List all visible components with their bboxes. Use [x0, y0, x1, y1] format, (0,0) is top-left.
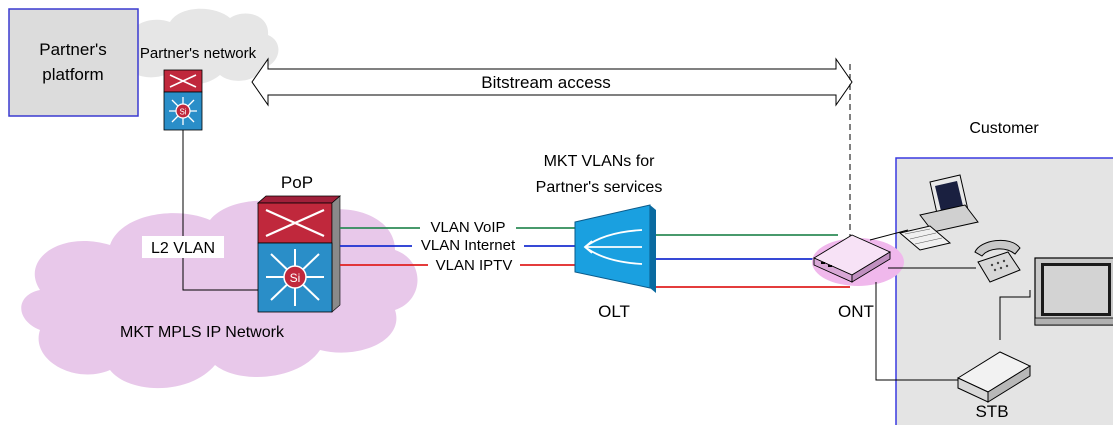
bitstream-access-label: Bitstream access [481, 73, 610, 92]
vlan-voip-label-bg [420, 218, 516, 236]
vlan-iptv-label-bg [428, 256, 520, 273]
partner-platform-box [8, 8, 139, 117]
partner-platform-label-line2: platform [42, 65, 103, 84]
l2-vlan-label-bg [142, 236, 224, 258]
partner-network-label: Partner's network [140, 45, 257, 62]
ont-icon [812, 234, 904, 286]
l2-vlan-link [182, 130, 258, 291]
customer-label: Customer [969, 120, 1039, 137]
stb-icon [956, 351, 1032, 403]
ont-to-pc-wire [869, 229, 909, 241]
olt-label: OLT [598, 302, 630, 321]
mpls-network-label: MKT MPLS IP Network [120, 324, 285, 341]
partner-switch-router-icon: Si [163, 69, 203, 131]
mkt-vlans-label-line1: MKT VLANs for [544, 153, 656, 170]
mkt-vlans-label-line2: Partner's services [536, 179, 663, 196]
pop-switch-router-icon: Si [256, 195, 342, 313]
vlan-voip-label: VLAN VoIP [430, 219, 505, 236]
pc-icon [898, 174, 979, 251]
vlan-internet-label-bg [412, 237, 524, 254]
stb-label: STB [975, 402, 1008, 421]
telephone-icon [974, 239, 1021, 283]
tv-icon [1034, 257, 1113, 326]
bitstream-access-arrow [251, 57, 853, 107]
partner-network-cloud-icon [119, 8, 279, 85]
stb-to-tv-wire [999, 290, 1031, 340]
olt-splitter-icon [574, 204, 656, 293]
partner-platform-label-line1: Partner's [39, 40, 107, 59]
ont-label: ONT [838, 302, 874, 321]
partner-switch-logo: Si [179, 108, 186, 117]
pop-label: PoP [281, 173, 313, 192]
vlan-iptv-label: VLAN IPTV [436, 257, 513, 274]
vlan-internet-label: VLAN Internet [421, 237, 516, 254]
l2-vlan-label: L2 VLAN [151, 240, 215, 257]
pop-switch-logo: Si [290, 271, 301, 285]
ont-to-stb-wire [875, 282, 963, 381]
